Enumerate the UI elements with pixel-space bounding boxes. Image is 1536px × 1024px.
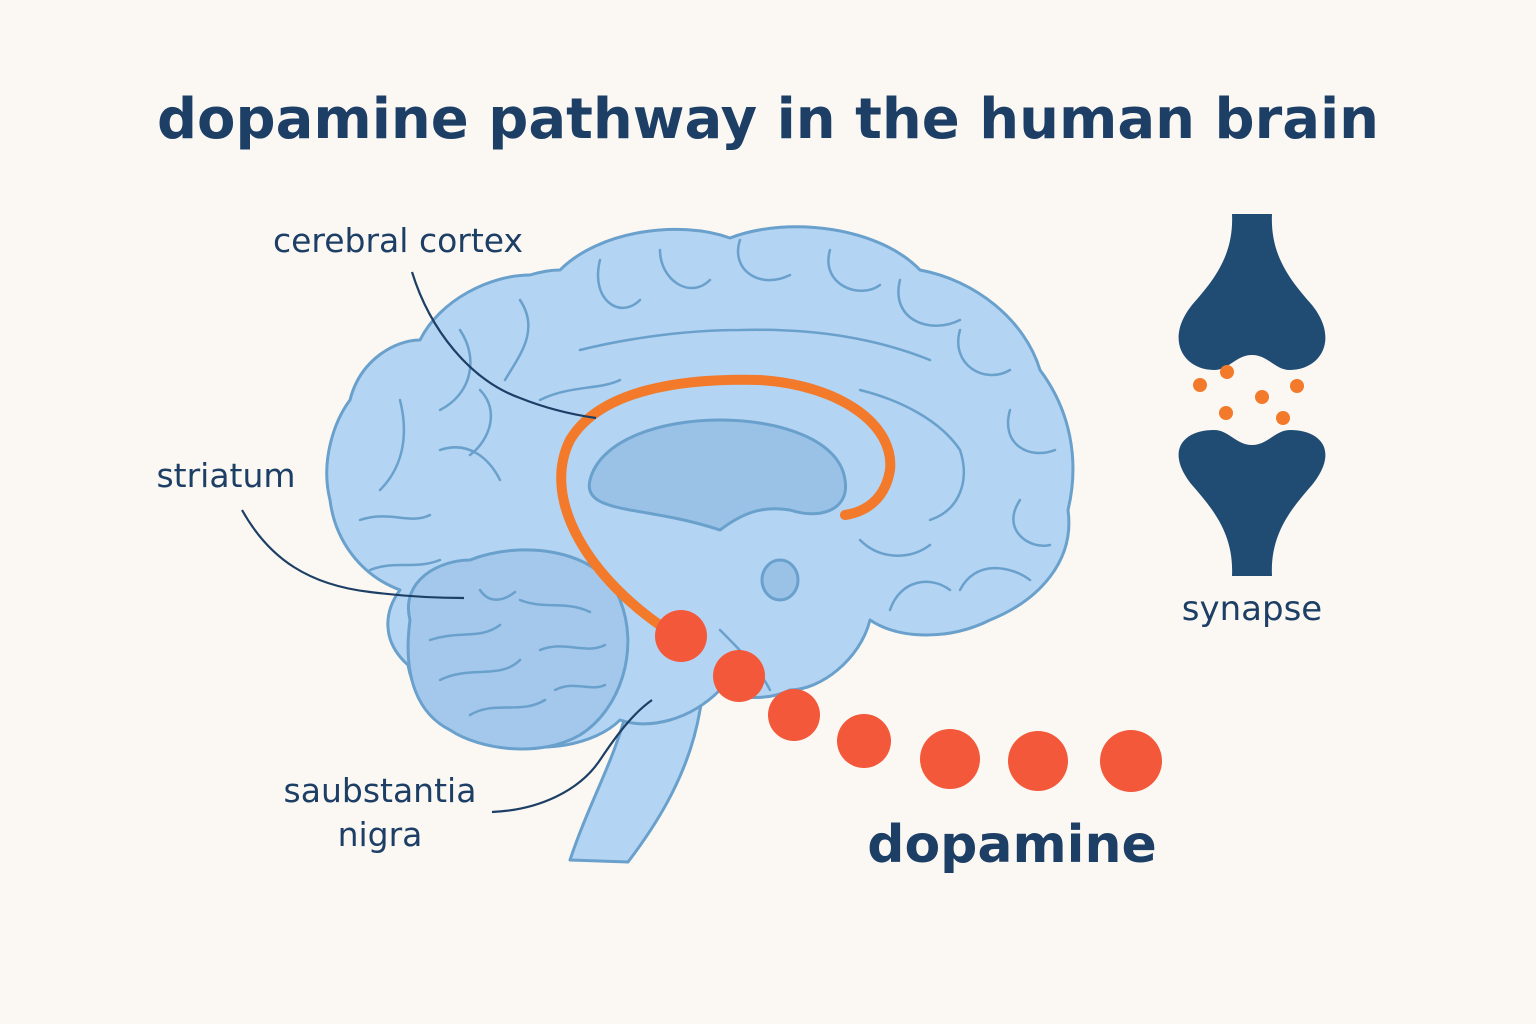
thalamus xyxy=(760,558,800,602)
postsynaptic-terminal xyxy=(1178,430,1326,576)
dopamine-dot xyxy=(1100,730,1162,792)
cerebral-cortex-leader xyxy=(410,271,597,420)
corpus-callosum xyxy=(587,418,847,532)
label-cerebral-cortex: cerebral cortex xyxy=(273,221,523,260)
label-synapse: synapse xyxy=(1182,589,1322,629)
cortex-gyri xyxy=(358,238,1057,692)
cerebellum xyxy=(406,548,630,751)
dopamine-dot xyxy=(713,650,765,702)
diagram-title: dopamine pathway in the human brain xyxy=(157,87,1379,152)
neurotransmitter-dot xyxy=(1220,365,1234,379)
dopamine-dot xyxy=(655,610,707,662)
dopamine-molecule-icon xyxy=(655,610,1162,792)
presynaptic-terminal xyxy=(1178,214,1326,370)
dopamine-dot xyxy=(920,729,980,789)
dopamine-dot xyxy=(1008,731,1068,791)
substantia-nigra-leader xyxy=(491,699,653,814)
neurotransmitter-dot xyxy=(1219,406,1233,420)
neurotransmitter-dot xyxy=(1255,390,1269,404)
striatum-leader xyxy=(241,509,465,600)
neurotransmitter-dot xyxy=(1276,411,1290,425)
label-substantia-line1: saubstantia xyxy=(284,771,477,810)
label-substantia-line2: nigra xyxy=(338,815,423,854)
neurotransmitter-dots xyxy=(1193,365,1304,425)
mesocortical-pathway xyxy=(556,374,896,637)
dopamine-dot xyxy=(768,689,820,741)
label-dopamine: dopamine xyxy=(867,815,1157,875)
dopamine-dot xyxy=(837,714,891,768)
brain-icon xyxy=(325,225,1075,864)
label-striatum: striatum xyxy=(156,456,295,495)
synapse-icon xyxy=(1178,214,1326,576)
neurotransmitter-dot xyxy=(1193,378,1207,392)
cerebellum-folds xyxy=(428,588,607,717)
neurotransmitter-dot xyxy=(1290,379,1304,393)
